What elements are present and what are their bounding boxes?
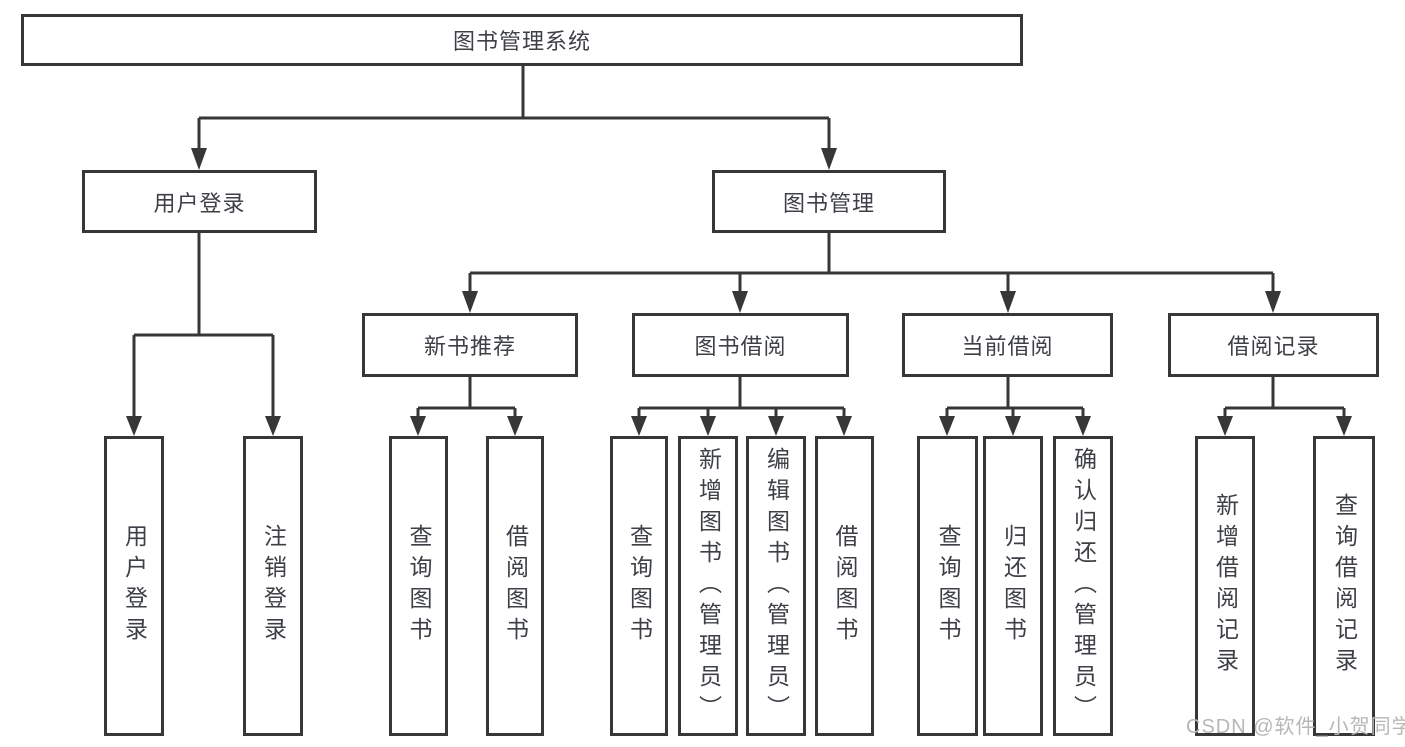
node-label: 查询图书 bbox=[626, 524, 653, 648]
leaf-query-books-recommend: 查询图书 bbox=[389, 436, 448, 736]
node-label: 归还图书 bbox=[1000, 524, 1027, 648]
leaf-borrow-books-recommend: 借阅图书 bbox=[486, 436, 544, 736]
node-label: 图书借阅 bbox=[694, 334, 787, 359]
node-label: 用户登录 bbox=[153, 190, 246, 216]
leaf-user-login: 用户登录 bbox=[104, 436, 164, 736]
node-label: 图书管理 bbox=[782, 190, 875, 216]
node-label: 新增借阅记录 bbox=[1212, 493, 1239, 679]
leaf-add-books-admin: 新增图书（管理员） bbox=[678, 436, 738, 736]
node-label: 注销登录 bbox=[260, 524, 287, 648]
node-label: 当前借阅 bbox=[961, 334, 1054, 359]
node-current-borrowing: 当前借阅 bbox=[902, 313, 1113, 377]
leaf-query-books-current: 查询图书 bbox=[917, 436, 978, 736]
leaf-confirm-return-admin: 确认归还（管理员） bbox=[1053, 436, 1113, 736]
node-borrowing-records: 借阅记录 bbox=[1168, 313, 1379, 377]
node-label: 借阅记录 bbox=[1227, 334, 1320, 359]
node-label: 新增图书（管理员） bbox=[695, 446, 722, 726]
node-label: 新书推荐 bbox=[423, 334, 516, 359]
leaf-borrow-books: 借阅图书 bbox=[815, 436, 874, 736]
leaf-edit-books-admin: 编辑图书（管理员） bbox=[746, 436, 806, 736]
node-library-management-system: 图书管理系统 bbox=[21, 14, 1023, 66]
node-label: 查询借阅记录 bbox=[1331, 493, 1358, 679]
leaf-add-borrow-record: 新增借阅记录 bbox=[1195, 436, 1255, 736]
node-label: 借阅图书 bbox=[502, 524, 529, 648]
node-book-borrowing: 图书借阅 bbox=[632, 313, 849, 377]
node-new-book-recommendation: 新书推荐 bbox=[362, 313, 578, 377]
leaf-return-books: 归还图书 bbox=[983, 436, 1043, 736]
node-label: 借阅图书 bbox=[832, 524, 858, 648]
node-user-login: 用户登录 bbox=[82, 170, 317, 233]
node-label: 用户登录 bbox=[121, 524, 148, 648]
node-label: 确认归还（管理员） bbox=[1070, 446, 1097, 726]
leaf-query-books-borrowing: 查询图书 bbox=[610, 436, 668, 736]
node-label: 查询图书 bbox=[406, 524, 432, 648]
node-label: 编辑图书（管理员） bbox=[763, 446, 790, 726]
watermark: CSDN @软件_小贺同学 bbox=[1186, 716, 1405, 738]
node-label: 查询图书 bbox=[935, 524, 961, 648]
node-label: 图书管理系统 bbox=[452, 29, 591, 54]
leaf-logout: 注销登录 bbox=[243, 436, 303, 736]
leaf-query-borrow-record: 查询借阅记录 bbox=[1313, 436, 1375, 736]
node-book-management: 图书管理 bbox=[712, 170, 946, 233]
